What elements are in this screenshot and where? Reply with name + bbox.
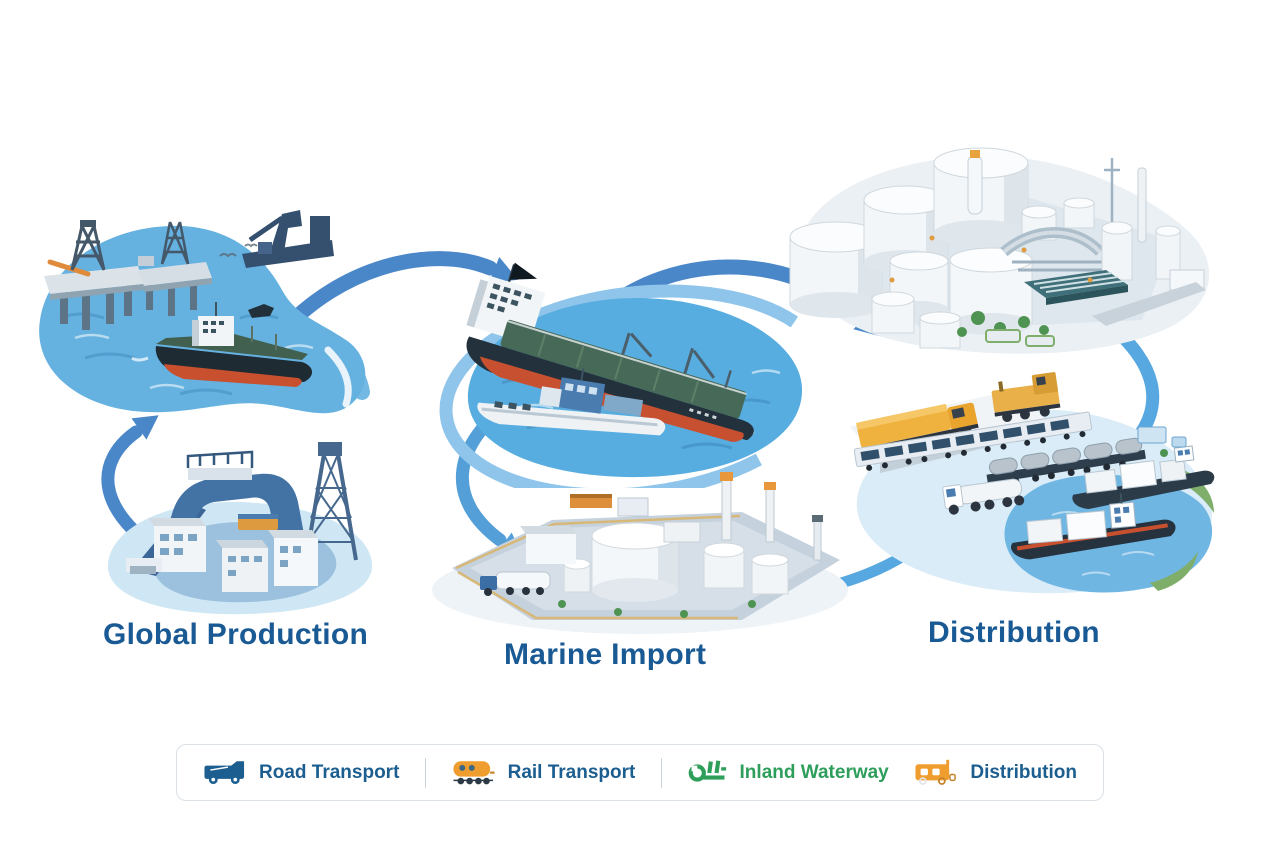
terminal-buildings — [520, 494, 701, 564]
inland-barge — [1072, 445, 1215, 509]
tanker-truck — [480, 571, 551, 596]
legend-item-road-transport: Road Transport — [203, 758, 399, 788]
legend-label: Distribution — [970, 761, 1077, 783]
terminal-greenery — [558, 600, 756, 618]
storage-tank-large — [591, 522, 679, 602]
oil-platform — [44, 220, 144, 330]
marine-import-scene — [439, 262, 835, 488]
legend-item-inland-waterway: Inland Waterway — [688, 759, 889, 787]
crane-vessel — [242, 210, 334, 268]
legend-label: Inland Waterway — [739, 761, 889, 783]
right-tank-cluster — [1101, 221, 1205, 291]
white-tanker-truck — [942, 478, 1025, 515]
small-boat — [248, 304, 274, 318]
legend-label: Rail Transport — [507, 761, 636, 783]
onshore-production-scene — [107, 442, 373, 615]
legend-bar: Road Transport Rail Transport I — [176, 744, 1104, 801]
stage-title-global-production: Global Production — [103, 618, 369, 651]
delivery-van-icon — [915, 759, 957, 785]
access-road — [1092, 282, 1206, 326]
smokestacks — [720, 472, 823, 561]
dock-markers — [1137, 426, 1187, 457]
greenery — [957, 311, 1049, 337]
supply-vessel — [477, 368, 666, 436]
inland-barge-icon — [688, 759, 726, 782]
offshore-tanker-ship — [131, 302, 313, 387]
import-terminal-scene — [432, 472, 848, 634]
offshore-production-scene — [39, 210, 370, 414]
import-tanker-ship — [466, 262, 754, 442]
birds — [219, 243, 258, 258]
tank-farm-scene — [789, 147, 1210, 354]
road-truck-icon — [204, 760, 245, 784]
tank-car-train — [986, 437, 1146, 488]
legend-item-distribution: Distribution — [914, 758, 1077, 788]
inland-barge — [1011, 493, 1176, 560]
freight-train — [853, 411, 1093, 471]
legend-item-rail-transport: Rail Transport — [452, 758, 636, 788]
rail-tank-car-icon — [453, 760, 495, 784]
stage-title-distribution: Distribution — [928, 616, 1100, 649]
facility-buildings — [126, 514, 318, 592]
legend-label: Road Transport — [259, 761, 400, 783]
process-columns — [967, 150, 1147, 243]
water-swoosh-ring — [439, 284, 835, 488]
legend-divider — [425, 757, 426, 788]
distribution-scene — [850, 372, 1215, 594]
yellow-locomotive — [991, 372, 1061, 422]
oil-platform — [138, 221, 212, 316]
legend-divider — [660, 757, 662, 788]
stage-title-marine-import: Marine Import — [504, 638, 707, 671]
